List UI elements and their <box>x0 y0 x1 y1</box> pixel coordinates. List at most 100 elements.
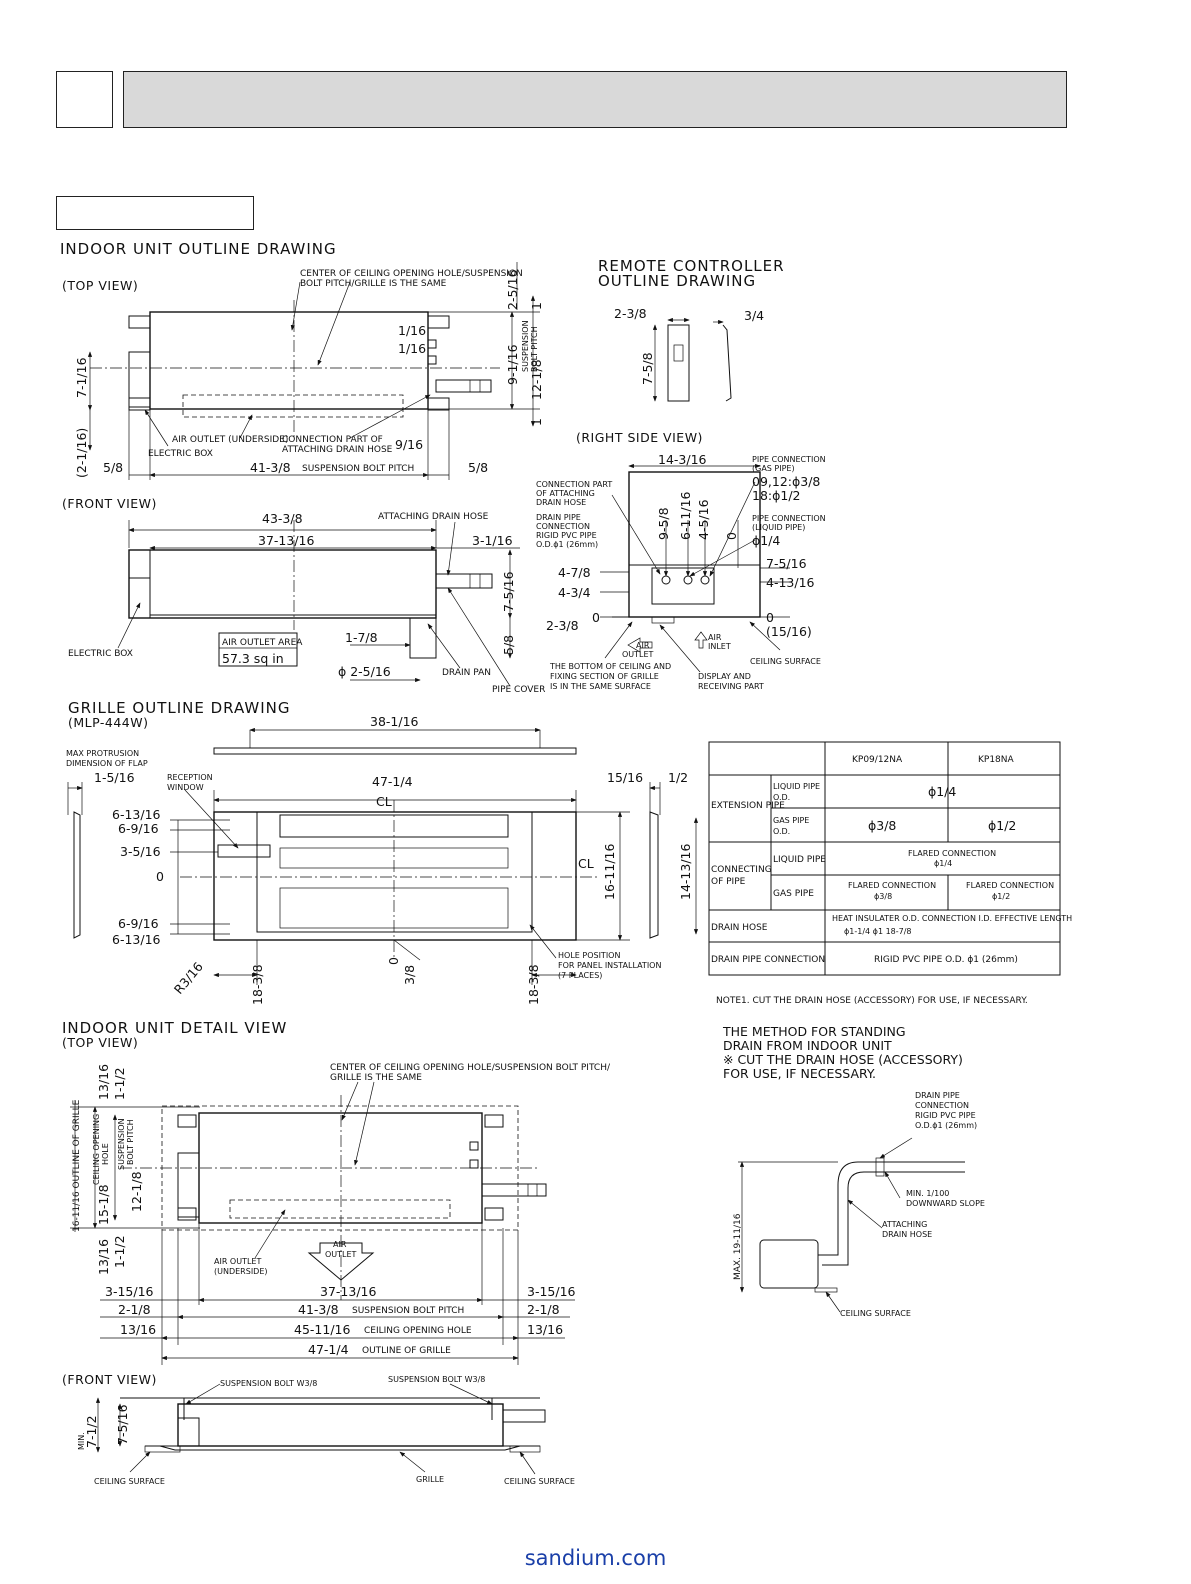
dim-14-13-16: 14-13/16 <box>678 844 693 900</box>
table-connecting-2: OF PIPE <box>711 877 746 887</box>
display-1: DISPLAY AND <box>698 672 751 681</box>
detail-ceiling-a: CEILING SURFACE <box>94 1477 165 1486</box>
dim-7-1-16: 7-1/16 <box>74 357 89 398</box>
detail-center-note-1: CENTER OF CEILING OPENING HOLE/SUSPENSIO… <box>330 1063 611 1073</box>
dim-45-11-16: 45-11/16 <box>294 1322 350 1337</box>
dim-pitch-label: SUSPENSION BOLT PITCH <box>302 464 414 474</box>
dim-12-1-8: 12-1/8 <box>529 359 544 400</box>
table-flared-liquid-1: FLARED CONNECTION <box>908 849 996 858</box>
dim-0-b: 0 <box>592 610 600 625</box>
drain-pipe-2: CONNECTION <box>536 522 590 531</box>
dim-16-11-16: 16-11/16 <box>602 844 617 900</box>
detail-outline-label: OUTLINE OF GRILLE <box>362 1346 451 1356</box>
standing-drain-pipe-1: DRAIN PIPE <box>915 1091 960 1100</box>
table-connecting-1: CONNECTING <box>711 865 772 875</box>
conn-part-3: DRAIN HOSE <box>536 498 586 507</box>
top-air-outlet-label: AIR OUTLET (UNDERSIDE) <box>172 435 288 445</box>
top-view-label: (TOP VIEW) <box>62 278 138 293</box>
indoor-outline-title: INDOOR UNIT OUTLINE DRAWING <box>60 240 337 258</box>
detail-v-outline: 16-11/16 OUTLINE OF GRILLE <box>72 1099 82 1232</box>
cl-label-top: CL <box>376 794 392 809</box>
top-center-note-2: BOLT PITCH/GRILLE IS THE SAME <box>300 279 447 289</box>
detail-air-outlet-2: (UNDERSIDE) <box>214 1267 268 1276</box>
detail-grille: GRILLE <box>416 1475 444 1484</box>
susp-pitch-v-1: SUSPENSION <box>521 320 530 372</box>
dim-38-1-16: 38-1/16 <box>370 714 419 729</box>
table-drain-hose-vals-2: ϕ1-1/4 ϕ1 18-7/8 <box>844 927 912 936</box>
dim-37-13-16-d: 37-13/16 <box>320 1284 376 1299</box>
dim-4-3-4: 4-3/4 <box>558 585 591 600</box>
liquid-size: ϕ1/4 <box>752 533 780 548</box>
dim-7-1-2: 7-1/2 <box>84 1415 99 1448</box>
dim-3-15-16-b: 3-15/16 <box>527 1284 576 1299</box>
detail-v-ceiling-1: CEILING OPENING <box>92 1114 101 1185</box>
detail-top-view-label: (TOP VIEW) <box>62 1035 138 1050</box>
front-view-label: (FRONT VIEW) <box>62 496 157 511</box>
detail-pitch-label: SUSPENSION BOLT PITCH <box>352 1306 464 1316</box>
table-gas-val-a: ϕ3/8 <box>868 818 896 833</box>
standing-attaching-1: ATTACHING <box>882 1220 927 1229</box>
dim-9-5-8: 9-5/8 <box>656 507 671 540</box>
dim-9-16: 9/16 <box>395 437 423 452</box>
bottom-note-1: THE BOTTOM OF CEILING AND <box>549 662 671 671</box>
table-liquid-od-1: LIQUID PIPE <box>773 782 820 791</box>
detail-front-drawing <box>95 1383 546 1475</box>
standing-drawing <box>738 1137 965 1313</box>
detail-front-view-label: (FRONT VIEW) <box>62 1372 157 1387</box>
table-flared-gas-a-2: ϕ3/8 <box>874 892 892 901</box>
dim-2-5-16: 2-5/16 <box>505 269 520 310</box>
standing-title-3: ※ CUT THE DRAIN HOSE (ACCESSORY) <box>723 1052 963 1067</box>
standing-drain-pipe-2: CONNECTION <box>915 1101 969 1110</box>
reception-2: WINDOW <box>167 783 204 792</box>
dim-2-1-8-a: 2-1/8 <box>118 1302 151 1317</box>
table-flared-liquid-2: ϕ1/4 <box>934 859 952 868</box>
dim-5-8-front: 5/8 <box>501 635 516 655</box>
top-view-drawing <box>87 262 540 480</box>
dim-0-g: 0 <box>156 869 164 884</box>
bottom-note-2: FIXING SECTION OF GRILLE <box>550 672 659 681</box>
dim-remote-2-3-8: 2-3/8 <box>614 306 647 321</box>
pipe-liquid-label-1: PIPE CONNECTION <box>752 514 826 523</box>
air-outlet-r-1: AIR <box>636 641 650 650</box>
remote-drawing <box>652 317 732 402</box>
dim-r3-16: R3/16 <box>171 959 206 997</box>
front-electric-box-label: ELECTRIC BOX <box>68 649 133 659</box>
table-extension-pipe: EXTENSION PIPE <box>711 801 785 811</box>
spec-table <box>708 741 1061 976</box>
pipe-gas-label-1: PIPE CONNECTION <box>752 455 826 464</box>
max-protrusion-2: DIMENSION OF FLAP <box>66 759 148 768</box>
dim-6-11-16: 6-11/16 <box>678 491 693 540</box>
dim-6-13-16-b: 6-13/16 <box>112 932 161 947</box>
section-number-box <box>56 71 113 128</box>
dim-3-8: 3/8 <box>402 965 417 985</box>
dim-13-16-a: 13/16 <box>96 1064 111 1100</box>
dim-13-16-c: 13/16 <box>120 1322 156 1337</box>
table-header-kp18: KP18NA <box>978 755 1015 765</box>
detail-v-susp-1: SUSPENSION <box>117 1118 126 1170</box>
subsection-title-box <box>56 196 254 230</box>
dim-12-1-8-d: 12-1/8 <box>129 1171 144 1212</box>
table-liquid-val: ϕ1/4 <box>928 784 956 799</box>
dim-remote-7-5-8: 7-5/8 <box>640 352 655 385</box>
dim-0-c: 0 <box>766 610 774 625</box>
dim-0-v: 0 <box>386 957 401 965</box>
air-outlet-area-value: 57.3 sq in <box>222 651 284 666</box>
standing-drain-pipe-3: RIGID PVC PIPE <box>915 1111 976 1120</box>
table-flared-gas-b-2: ϕ1/2 <box>992 892 1010 901</box>
table-gas-val-b: ϕ1/2 <box>988 818 1016 833</box>
dim-2-1-16: (2-1/16) <box>74 428 89 478</box>
standing-attaching-2: DRAIN HOSE <box>882 1230 932 1239</box>
table-header-kp09: KP09/12NA <box>852 755 903 765</box>
drain-pipe-1: DRAIN PIPE <box>536 513 581 522</box>
air-inlet-2: INLET <box>708 642 731 651</box>
standing-title-2: DRAIN FROM INDOOR UNIT <box>723 1038 892 1053</box>
dim-6-9-16-b: 6-9/16 <box>118 916 159 931</box>
detail-ceiling-b: CEILING SURFACE <box>504 1477 575 1486</box>
dim-1-7-8: 1-7/8 <box>345 630 378 645</box>
dim-47-1-4-d: 47-1/4 <box>308 1342 349 1357</box>
watermark[interactable]: sandium.com <box>524 1546 667 1570</box>
attaching-drain-hose-label: ATTACHING DRAIN HOSE <box>378 512 489 522</box>
dim-7-5-16-d: 7-5/16 <box>115 1404 130 1445</box>
table-note: NOTE1. CUT THE DRAIN HOSE (ACCESSORY) FO… <box>716 996 1028 1006</box>
top-center-note-1: CENTER OF CEILING OPENING HOLE/SUSPENSIO… <box>300 269 523 279</box>
